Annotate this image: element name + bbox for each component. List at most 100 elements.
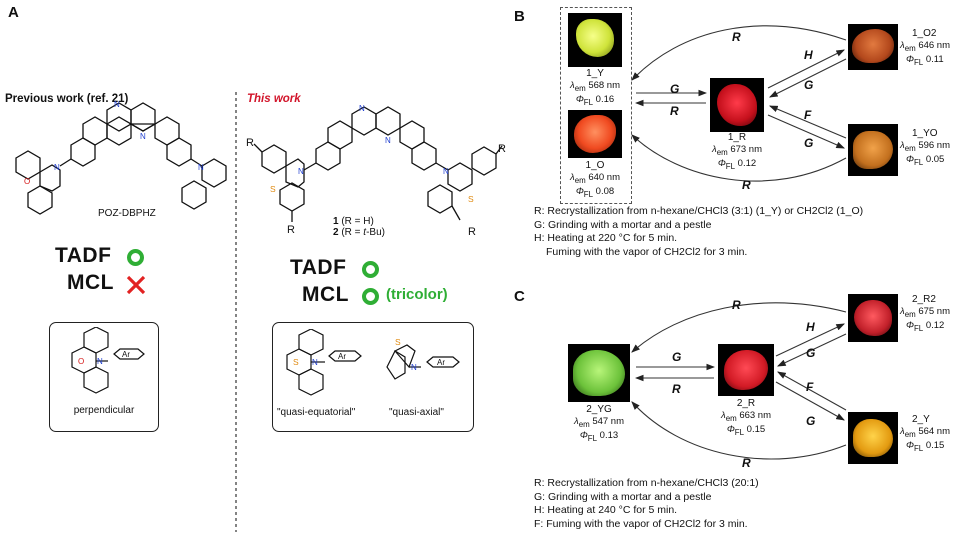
- compound-legend: 1 (R = H) 2 (R = t-Bu): [333, 216, 385, 238]
- phi-sub: FL: [913, 323, 924, 333]
- tadf-label-right: TADF: [290, 256, 347, 279]
- quantum-yield: 0.05: [925, 153, 945, 165]
- check-circle-icon: [362, 288, 379, 305]
- phi-sub: FL: [913, 157, 924, 167]
- emission-wavelength: 640 nm: [588, 171, 620, 183]
- legend-2-tbu: t: [363, 227, 367, 238]
- legend-1-text: (R = H): [338, 216, 374, 227]
- emission-wavelength: 547 nm: [592, 415, 624, 427]
- phi-sub: FL: [583, 97, 594, 107]
- tricolor-label: (tricolor): [386, 286, 448, 303]
- quantum-yield: 0.12: [737, 157, 757, 169]
- arrow-label-r: R: [732, 298, 741, 312]
- emission-wavelength: 663 nm: [739, 409, 771, 421]
- check-circle-icon: [127, 249, 144, 266]
- state-name: 2_YG: [586, 404, 612, 415]
- phi-symbol: Φ: [717, 157, 726, 169]
- atom-s: S: [468, 194, 474, 204]
- phi-sub: FL: [587, 433, 598, 443]
- phi-sub: FL: [725, 161, 736, 171]
- label-2-r: 2_R λem 663 nm ΦFL 0.15: [708, 398, 784, 438]
- phi-sub: FL: [913, 57, 924, 67]
- note-line: R: Recrystallization from n-hexane/CHCl3…: [534, 205, 864, 217]
- lambda-sub: em: [904, 309, 916, 319]
- atom-s: S: [395, 337, 401, 347]
- conformer-box-perpendicular: N O Ar perpendicular: [49, 322, 159, 432]
- photo-1-y: [568, 13, 622, 67]
- phi-symbol: Φ: [906, 153, 914, 165]
- phi-sub: FL: [583, 189, 594, 199]
- label-1-yo: 1_YO λem 596 nm ΦFL 0.05: [900, 128, 956, 168]
- label-2-y: 2_Y λem 564 nm ΦFL 0.15: [900, 414, 956, 454]
- this-work-structure: N N N N S S: [253, 104, 503, 222]
- label-1-o2: 1_O2 λem 646 nm ΦFL 0.11: [900, 28, 956, 68]
- state-name: 1_YO: [912, 128, 938, 139]
- quantum-yield: 0.08: [595, 185, 615, 197]
- previous-work-label: Previous work (ref. 21): [5, 93, 129, 105]
- emission-wavelength: 596 nm: [918, 139, 950, 151]
- phi-symbol: Φ: [906, 439, 914, 451]
- atom-n: N: [198, 163, 204, 172]
- arrow-label-g: G: [806, 346, 816, 360]
- lambda-symbol: λ: [574, 415, 579, 427]
- ar-group: Ar: [122, 350, 130, 359]
- phi-symbol: Φ: [575, 93, 584, 105]
- photo-2-yg: [568, 344, 630, 402]
- emission-wavelength: 646 nm: [918, 39, 950, 51]
- lambda-symbol: λ: [721, 409, 726, 421]
- phi-symbol: Φ: [726, 423, 735, 435]
- panel-letter-c: C: [514, 288, 525, 305]
- perpendicular-conformer-drawing: N O Ar: [71, 327, 145, 394]
- photo-2-r2: [848, 294, 898, 342]
- arrow-label-r: R: [742, 456, 751, 470]
- tadf-label-left: TADF: [55, 244, 112, 267]
- conformer-equatorial-label: "quasi-equatorial": [277, 407, 356, 418]
- r-group-label: R: [287, 224, 295, 236]
- emission-wavelength: 568 nm: [588, 79, 620, 91]
- emission-wavelength: 673 nm: [730, 143, 762, 155]
- lambda-sub: em: [716, 147, 728, 157]
- atom-n: N: [97, 357, 103, 366]
- phi-symbol: Φ: [906, 53, 914, 65]
- mcl-label-right: MCL: [302, 283, 349, 306]
- lambda-sub: em: [574, 83, 586, 93]
- arrow-label-f: F: [806, 380, 814, 394]
- compound-name-label: POZ-DBPHZ: [98, 208, 156, 219]
- lambda-symbol: λ: [900, 425, 905, 437]
- photo-1-yo: [848, 124, 898, 176]
- quantum-yield: 0.12: [925, 319, 945, 331]
- note-line: R: Recrystallization from n-hexane/CHCl3…: [534, 477, 759, 489]
- phi-symbol: Φ: [906, 319, 914, 331]
- arrow-label-r: R: [742, 178, 751, 192]
- lambda-symbol: λ: [900, 139, 905, 151]
- arrow-label-g: G: [804, 136, 814, 150]
- lambda-sub: em: [574, 175, 586, 185]
- quantum-yield: 0.13: [599, 429, 619, 441]
- state-name: 1_R: [727, 132, 747, 143]
- state-name: 1_Y: [586, 68, 604, 79]
- photo-1-o: [568, 110, 622, 158]
- atom-n: N: [411, 363, 417, 372]
- arrow-label-g: G: [806, 414, 816, 428]
- panel-letter-a: A: [8, 4, 19, 21]
- arrow-label-r: R: [670, 104, 679, 118]
- conformer-axial-label: "quasi-axial": [389, 407, 444, 418]
- panel-letter-b: B: [514, 8, 525, 25]
- atom-n: N: [359, 104, 365, 113]
- atom-n: N: [140, 132, 146, 141]
- phi-sub: FL: [913, 443, 924, 453]
- atom-n: N: [298, 167, 304, 176]
- state-name: 1_O: [585, 160, 605, 171]
- check-circle-icon: [362, 261, 379, 278]
- lambda-symbol: λ: [570, 171, 575, 183]
- label-2-r2: 2_R2 λem 675 nm ΦFL 0.12: [900, 294, 956, 334]
- legend-1-number: 1: [333, 216, 339, 227]
- initial-state-group-box: [560, 7, 632, 204]
- label-1-y: 1_Y λem 568 nm ΦFL 0.16: [560, 68, 630, 108]
- state-name: 2_R: [736, 398, 756, 409]
- atom-o: O: [24, 177, 30, 186]
- divider-line: [235, 92, 237, 532]
- cross-icon: [126, 275, 146, 295]
- quantum-yield: 0.15: [925, 439, 945, 451]
- atom-n: N: [312, 358, 318, 367]
